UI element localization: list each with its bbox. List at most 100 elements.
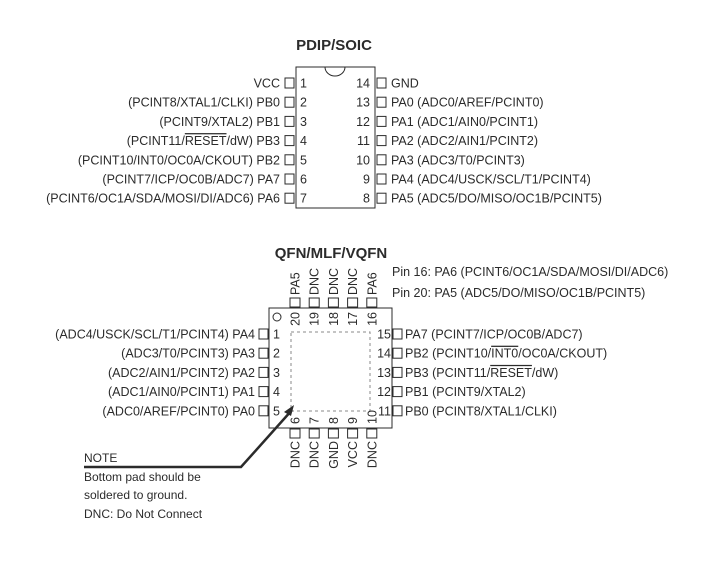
label-part: (PCINT9/XTAL2) <box>432 385 526 399</box>
dip-package-body <box>295 66 376 209</box>
label-part: (ADC5/DO/MISO/OC1B/PCINT5) <box>414 192 602 206</box>
label-part: PA4 <box>391 173 414 187</box>
qfn-pin-number: 2 <box>273 347 280 361</box>
qfn-pin-number: 9 <box>346 417 360 424</box>
dip-pin-label: PA1 (ADC1/AIN0/PCINT1) <box>391 115 538 129</box>
qfn-pin16-info: Pin 16: PA6 (PCINT6/OC1A/SDA/MOSI/DI/ADC… <box>392 265 668 279</box>
dip-pin-pad <box>376 135 387 147</box>
qfn-pin-label: PB1 (PCINT9/XTAL2) <box>405 385 526 399</box>
label-part: PB2 <box>253 153 280 167</box>
qfn-pin-pad <box>347 428 359 439</box>
dip-pin-number: 7 <box>300 192 307 206</box>
label-part: VCC <box>254 77 280 91</box>
qfn-pin-number: 3 <box>273 366 280 380</box>
dip-pin-pad <box>376 173 387 185</box>
qfn-pin-number: 8 <box>327 417 341 424</box>
dip-pin-pad <box>284 192 295 204</box>
qfn-pin-label: PA7 (PCINT7/ICP/OC0B/ADC7) <box>405 328 583 342</box>
qfn-pin-number: 17 <box>346 312 360 326</box>
qfn-pin-pad <box>392 328 403 340</box>
dip-pin-number: 5 <box>300 153 307 167</box>
qfn-pin-pad <box>258 366 269 378</box>
label-part: PA3 <box>391 153 414 167</box>
qfn-pin-pad <box>347 297 359 308</box>
label-part: (PCINT8/XTAL1/CLKI) <box>432 404 557 418</box>
dip-pin-number: 10 <box>356 153 370 167</box>
label-part: RESET <box>490 366 532 380</box>
dip-notch <box>324 66 346 77</box>
label-part: PA6 <box>254 192 280 206</box>
note-line-1: Bottom pad should be <box>84 470 201 484</box>
qfn-pin-label: (ADC4/USCK/SCL/T1/PCINT4) PA4 <box>55 328 255 342</box>
qfn-pin-number: 16 <box>365 312 379 326</box>
dip-pin-pad <box>376 96 387 108</box>
label-part: PB3 <box>253 134 280 148</box>
qfn-pin-label: PA6 <box>365 272 379 295</box>
label-part: /dW) <box>227 134 253 148</box>
dip-pin-number: 12 <box>356 115 370 129</box>
qfn-pin-label: (ADC3/T0/PCINT3) PA3 <box>121 347 255 361</box>
label-part: PA0 <box>391 96 414 110</box>
dip-pin-number: 13 <box>356 96 370 110</box>
label-part: /OC0A/CKOUT) <box>518 347 607 361</box>
note-line-2: soldered to ground. <box>84 488 187 502</box>
note-line-3: DNC: Do Not Connect <box>84 507 203 521</box>
dip-pin-pad <box>376 77 387 89</box>
label-part: RESET <box>185 134 227 148</box>
dip-pin-pad <box>284 96 295 108</box>
qfn-pin-pad <box>392 405 403 417</box>
qfn-pin-label: (ADC0/AREF/PCINT0) PA0 <box>102 404 255 418</box>
qfn-pin-pad <box>289 297 301 308</box>
label-part: (PCINT8/XTAL1/CLKI) <box>128 96 253 110</box>
label-part: /dW) <box>532 366 558 380</box>
label-part: PB0 <box>253 96 280 110</box>
qfn-pin-number: 6 <box>289 417 303 424</box>
dip-pin-label: (PCINT6/OC1A/SDA/MOSI/DI/ADC6) PA6 <box>46 192 280 206</box>
dip-pin-label: PA2 (ADC2/AIN1/PCINT2) <box>391 134 538 148</box>
qfn-pin-pad <box>366 297 378 308</box>
dip-pin-pad <box>284 77 295 89</box>
dip-pin-label: PA0 (ADC0/AREF/PCINT0) <box>391 96 544 110</box>
label-part: (ADC4/USCK/SCL/T1/PCINT4) <box>414 173 591 187</box>
qfn-pin-label: DNC <box>365 441 379 468</box>
qfn-pin-label: (ADC1/AIN0/PCINT1) PA1 <box>108 385 255 399</box>
dip-pin-label: VCC <box>254 77 280 91</box>
qfn-pin-number: 11 <box>378 404 391 418</box>
qfn-pin-pad <box>392 366 403 378</box>
dip-pin-pad <box>376 192 387 204</box>
label-part: PB1 <box>253 115 280 129</box>
label-part: PB3 <box>405 366 432 380</box>
label-part: (PCINT10/ <box>432 347 492 361</box>
dip-pin-label: (PCINT8/XTAL1/CLKI) PB0 <box>128 96 280 110</box>
note-leader-line <box>84 409 293 469</box>
qfn-pin-label: DNC <box>327 268 341 295</box>
qfn-pin-label: PB2 (PCINT10/INT0/OC0A/CKOUT) <box>405 347 607 361</box>
label-part: PA5 <box>391 192 414 206</box>
dip-pin-number: 9 <box>363 173 370 187</box>
dip-pin-number: 3 <box>300 115 307 129</box>
qfn-pin-number: 10 <box>365 410 379 424</box>
dip-pin-number: 14 <box>356 77 370 91</box>
label-part: (ADC2/AIN1/PCINT2) <box>414 134 538 148</box>
label-part: PB2 <box>405 347 432 361</box>
label-part: PA2 <box>391 134 414 148</box>
dip-pin-label: GND <box>391 77 419 91</box>
qfn-pin-number: 5 <box>273 404 280 418</box>
label-part: (PCINT11/ <box>432 366 491 380</box>
qfn-pin-pad <box>258 328 269 340</box>
label-part: (PCINT7/ICP/OC0B/ADC7) <box>431 328 582 342</box>
qfn-pin-number: 13 <box>377 366 391 380</box>
dip-pin-label: (PCINT9/XTAL2) PB1 <box>159 115 280 129</box>
label-part: (ADC3/T0/PCINT3) <box>414 153 525 167</box>
qfn-pin-pad <box>308 428 320 439</box>
qfn-pin-number: 19 <box>308 312 322 326</box>
dip-title: PDIP/SOIC <box>296 37 372 54</box>
label-part: PB1 <box>405 385 432 399</box>
qfn-pin-pad <box>308 297 320 308</box>
qfn-pin-label: (ADC2/AIN1/PCINT2) PA2 <box>108 366 255 380</box>
qfn-pin-number: 14 <box>377 347 391 361</box>
